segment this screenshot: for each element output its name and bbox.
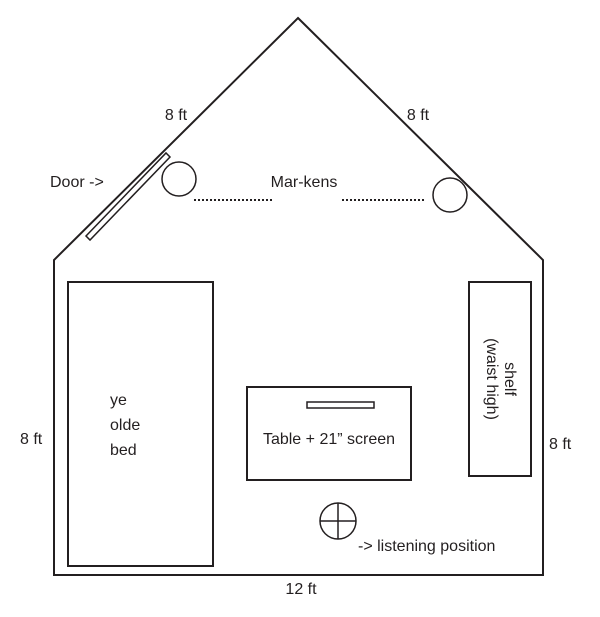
left-wall-dimension: 8 ft — [20, 431, 43, 448]
door — [84, 151, 172, 242]
left-speaker — [161, 161, 197, 197]
roof-left-dimension: 8 ft — [165, 107, 188, 124]
shelf-label-line-1: shelf — [501, 362, 518, 396]
door-label: Door -> — [50, 174, 104, 191]
bed-label-line-2: olde — [110, 417, 140, 434]
table-label: Table + 21” screen — [263, 431, 395, 448]
shelf-label: shelf (waist high) — [483, 338, 518, 420]
bed-label-line-3: bed — [110, 442, 137, 459]
right-speaker — [432, 177, 468, 213]
screen — [306, 401, 375, 409]
listening-position-icon — [319, 502, 357, 540]
right-wall-dimension: 8 ft — [549, 436, 572, 453]
listening-position-label: -> listening position — [358, 538, 495, 555]
bed-label-line-1: ye — [110, 392, 127, 409]
speakers-label: Mar-kens — [271, 174, 338, 191]
roof-right-dimension: 8 ft — [407, 107, 430, 124]
shelf — [468, 281, 532, 477]
shelf-label-line-2: (waist high) — [483, 338, 500, 420]
bed — [67, 281, 214, 567]
door-panel — [84, 151, 172, 242]
floor-dimension: 12 ft — [285, 581, 317, 598]
room-outline — [53, 16, 544, 576]
table — [246, 386, 412, 481]
